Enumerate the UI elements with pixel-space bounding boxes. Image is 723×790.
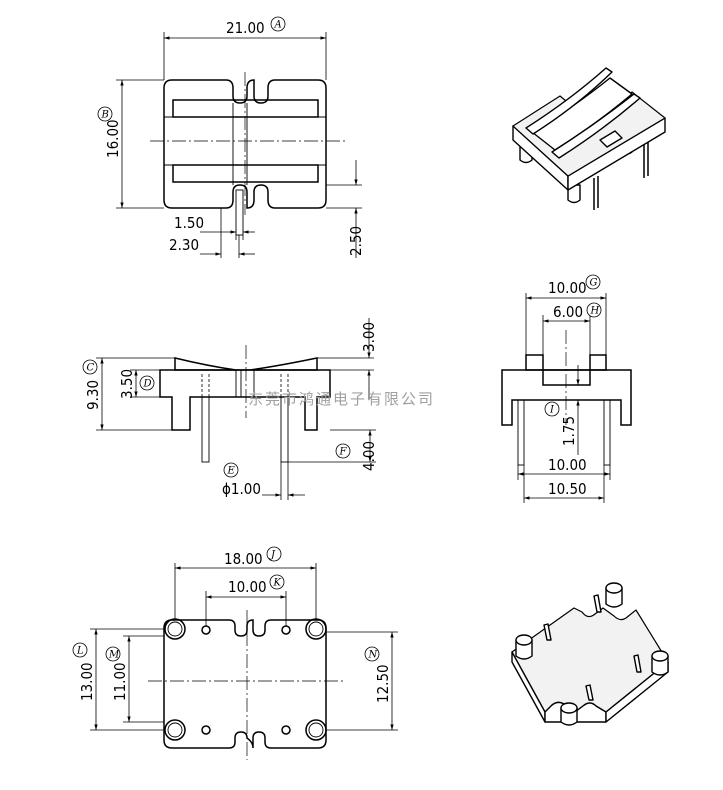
iso-bottom-thin-pin <box>633 654 642 673</box>
dim-L-value: 13.00 <box>78 662 96 701</box>
bottom-view-pin-large <box>167 722 183 738</box>
side-view-pin <box>517 399 525 466</box>
callout-N-label: N <box>368 650 379 661</box>
bottom-view-pin-small <box>201 625 211 635</box>
dim-K-value: 10.00 <box>228 578 267 596</box>
callout-C-label: C <box>87 363 95 374</box>
callout-bubble-D <box>139 375 155 391</box>
callout-I-label: I <box>549 405 555 416</box>
callout-bubble-C <box>82 359 98 375</box>
isometric-bottom-view <box>511 582 669 726</box>
bottom-view: 18.00 J 10.00 K 13.00 L 11.00 M 12.50 N <box>72 546 398 760</box>
callout-A-label: A <box>274 20 282 31</box>
dim-side-inner-value: 10.00 <box>548 456 587 474</box>
iso-bottom-thin-pin <box>585 684 594 701</box>
dim-B-value: 16.00 <box>104 119 122 158</box>
dim-E-value: ϕ1.00 <box>222 480 261 498</box>
dim-M-value: 11.00 <box>111 662 129 701</box>
iso-slot-block <box>599 130 623 148</box>
callout-bubble-F <box>335 443 351 459</box>
bottom-view-outline <box>163 619 327 749</box>
dim-D-value: 3.50 <box>118 369 136 399</box>
dim-J-value: 18.00 <box>224 550 263 568</box>
iso-pin <box>567 184 581 204</box>
callout-K-label: K <box>273 578 282 589</box>
callout-bubble-M <box>105 646 121 662</box>
callout-G-label: G <box>590 278 598 289</box>
callout-bubble-K <box>269 574 285 590</box>
front-view-pin <box>280 396 289 463</box>
top-view-outline <box>163 79 327 209</box>
isometric-top-view <box>512 67 666 210</box>
front-view-pin <box>201 396 210 463</box>
dim-pin-length-value: 2.50 <box>347 226 365 256</box>
callout-bubble-E <box>223 462 239 478</box>
callout-M-label: M <box>108 650 120 661</box>
callout-F-label: F <box>339 447 348 458</box>
dim-A-value: 21.00 <box>226 19 265 37</box>
callout-H-label: H <box>590 306 600 317</box>
bottom-view-pin-large <box>308 621 324 637</box>
callout-bubble-L <box>72 642 88 658</box>
iso-flange-left <box>525 67 613 135</box>
iso-bottom-pin-top <box>515 634 533 646</box>
top-view-lower-flange <box>172 164 319 183</box>
side-view-body <box>501 369 632 426</box>
dim-pitch-value: 2.30 <box>169 236 199 254</box>
top-view-pin <box>235 189 244 236</box>
callout-bubble-B <box>97 106 113 122</box>
dim-H-value: 6.00 <box>553 303 583 321</box>
dim-slot-value: 1.50 <box>174 214 204 232</box>
front-view: 9.30 C 3.50 D 3.00 4.00 F ϕ1.00 E 东莞市鸿通电… <box>82 318 435 500</box>
side-view: 10.00 G 6.00 H 1.75 I 10.00 10.50 <box>501 274 632 503</box>
dim-side-outer-value: 10.50 <box>548 480 587 498</box>
dim-I-value: 1.75 <box>560 416 578 446</box>
iso-bottom-pin-top <box>560 702 578 714</box>
dim-C-value: 9.30 <box>84 380 102 410</box>
dim-top-curve-value: 3.00 <box>360 322 378 352</box>
bottom-view-pin-large <box>308 722 324 738</box>
dim-N-value: 12.50 <box>374 664 392 703</box>
side-view-pin <box>603 399 611 466</box>
bottom-view-pin-small <box>201 725 211 735</box>
callout-E-label: E <box>227 466 236 477</box>
callout-bubble-H <box>586 302 602 318</box>
bottom-view-pin-small <box>281 625 291 635</box>
bottom-view-pin-small <box>281 725 291 735</box>
callout-L-label: L <box>76 646 84 657</box>
callout-bubble-J <box>266 546 282 562</box>
callout-J-label: J <box>269 550 276 561</box>
company-watermark: 东莞市鸿通电子有限公司 <box>248 390 435 408</box>
dim-G-value: 10.00 <box>548 279 587 297</box>
callout-bubble-A <box>270 16 286 32</box>
iso-bottom-thin-pin <box>543 623 552 641</box>
dim-F-value: 4.00 <box>360 441 378 471</box>
callout-bubble-I <box>544 401 560 417</box>
front-view-body <box>159 369 331 431</box>
top-view: 21.00 A 16.00 B 1.50 2.30 2.50 <box>97 16 365 258</box>
callout-bubble-N <box>364 646 380 662</box>
iso-bottom-pin-top <box>605 582 623 594</box>
callout-B-label: B <box>101 110 109 121</box>
iso-bottom-thin-pin <box>593 594 602 613</box>
top-view-upper-flange <box>172 99 319 118</box>
iso-bottom-pin-top <box>651 650 669 662</box>
bottom-view-pin-large <box>167 621 183 637</box>
iso-flange-right <box>551 93 641 159</box>
callout-D-label: D <box>143 379 152 390</box>
callout-bubble-G <box>585 274 601 290</box>
